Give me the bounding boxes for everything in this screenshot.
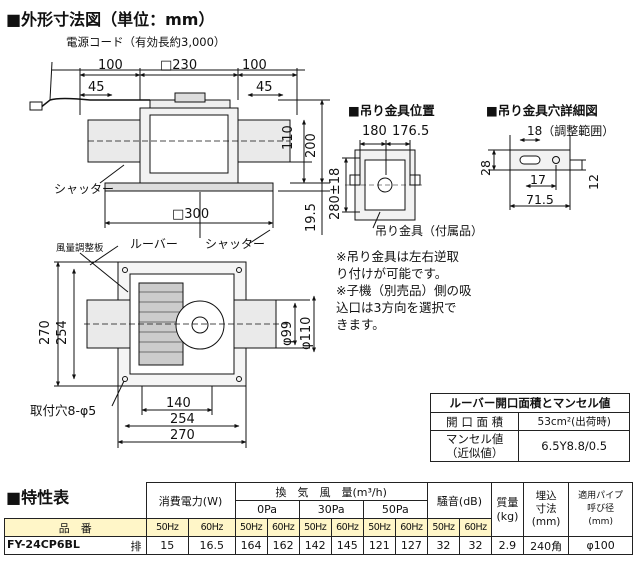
detail-dim-18: 18（調整範囲） bbox=[527, 124, 615, 138]
spec-mass-header: 質量 (kg) bbox=[491, 482, 524, 537]
dim-top-right: 100 bbox=[242, 58, 267, 73]
hz-60: 60Hz bbox=[187, 518, 236, 537]
hz-50: 50Hz bbox=[298, 518, 332, 537]
dim-270-h: 270 bbox=[170, 428, 195, 443]
hanger-dim-280: 280±18 bbox=[328, 167, 343, 220]
spec-title: ■特性表 bbox=[6, 488, 70, 507]
spec-cell: 15 bbox=[145, 536, 189, 555]
spec-cell: 162 bbox=[266, 536, 300, 555]
dim-left-small: 45 bbox=[88, 80, 105, 95]
hz-60: 60Hz bbox=[266, 518, 300, 537]
spec-cell: 121 bbox=[362, 536, 396, 555]
dim-110: 110 bbox=[281, 125, 296, 150]
dim-top-center: □230 bbox=[160, 58, 198, 73]
dim-phi110: φ110 bbox=[299, 316, 314, 350]
dim-phi99: φ99 bbox=[280, 320, 295, 346]
spec-cell-embed: 240角 bbox=[522, 536, 570, 555]
dim-top-left: 100 bbox=[98, 58, 123, 73]
hz-60: 60Hz bbox=[330, 518, 364, 537]
damper-label: 風量調整板 bbox=[56, 243, 104, 254]
dim-254-v: 254 bbox=[55, 320, 70, 345]
hanger-label: 吊り金具（付属品） bbox=[375, 224, 484, 238]
spec-cell: 142 bbox=[298, 536, 332, 555]
spec-embed-header: 埋込 寸法 (mm) bbox=[522, 482, 570, 537]
hz-50: 50Hz bbox=[145, 518, 189, 537]
shutter-left-label: シャッター bbox=[54, 182, 115, 196]
hanger-dim-176-5: 176.5 bbox=[392, 124, 430, 139]
detail-dim-71-5: 71.5 bbox=[526, 192, 554, 207]
spec-row-model: FY-24CP6BL 排 bbox=[4, 536, 147, 555]
detail-dim-17: 17 bbox=[530, 172, 546, 187]
louver-row-value: 53cm²(出荷時) bbox=[518, 412, 630, 431]
spec-table: 消費電力(W) 換 気 風 量(m³/h) 騒音(dB) 質量 (kg) 埋込 … bbox=[4, 482, 633, 555]
spec-cell: 127 bbox=[394, 536, 428, 555]
outline-drawing bbox=[29, 61, 586, 448]
spec-50pa: 50Pa bbox=[362, 500, 428, 519]
hanger-position-title: ■吊り金具位置 bbox=[348, 103, 435, 118]
model-number: FY-24CP6BL bbox=[7, 537, 80, 551]
detail-dim-28: 28 bbox=[478, 160, 493, 176]
dim-right-small: 45 bbox=[256, 80, 273, 95]
hz-50: 50Hz bbox=[426, 518, 460, 537]
dim-19-5: 19.5 bbox=[304, 203, 319, 232]
spec-cell: 16.5 bbox=[187, 536, 236, 555]
dim-254-h: 254 bbox=[170, 412, 195, 427]
louver-table-title: ルーバー開口面積とマンセル値 bbox=[430, 393, 630, 413]
spec-cell-pipe: φ100 bbox=[568, 536, 633, 555]
louver-row-label: マンセル値 （近似値） bbox=[429, 430, 520, 462]
spec-pipe-header: 適用パイプ 呼び径 (mm) bbox=[568, 482, 633, 537]
spec-30pa: 30Pa bbox=[298, 500, 364, 519]
spec-airflow-header: 換 気 風 量(m³/h) bbox=[234, 482, 428, 501]
hz-50: 50Hz bbox=[234, 518, 268, 537]
note-2: ※子機（別売品）側の吸 込口は3方向を選択で きます。 bbox=[336, 283, 472, 332]
hz-50: 50Hz bbox=[362, 518, 396, 537]
louver-table: ルーバー開口面積とマンセル値 開 口 面 積 53cm²(出荷時) マンセル値 … bbox=[429, 393, 630, 462]
louver-row-label: 開 口 面 積 bbox=[429, 412, 520, 431]
mount-holes-label: 取付穴8-φ5 bbox=[30, 403, 97, 418]
spec-model-label: 品 番 bbox=[4, 518, 147, 537]
model-type: 排 bbox=[130, 539, 142, 553]
spec-cell: 32 bbox=[458, 536, 493, 555]
dim-140: 140 bbox=[166, 396, 191, 411]
shutter-right-label: シャッター bbox=[205, 237, 266, 251]
louver-label: ルーバー bbox=[130, 237, 178, 251]
spec-cell: 145 bbox=[330, 536, 364, 555]
dim-200: 200 bbox=[304, 133, 319, 158]
hanger-detail-title: ■吊り金具穴詳細図 bbox=[486, 103, 598, 118]
spec-0pa: 0Pa bbox=[234, 500, 300, 519]
spec-cell: 164 bbox=[234, 536, 268, 555]
spec-cell-mass: 2.9 bbox=[491, 536, 524, 555]
hz-60: 60Hz bbox=[458, 518, 493, 537]
spec-power-header: 消費電力(W) bbox=[145, 482, 236, 519]
dim-270-v: 270 bbox=[38, 320, 53, 345]
hanger-dim-180: 180 bbox=[362, 124, 387, 139]
spec-cell: 32 bbox=[426, 536, 460, 555]
spec-noise-header: 騒音(dB) bbox=[426, 482, 493, 519]
detail-dim-12: 12 bbox=[586, 174, 601, 190]
louver-row-value: 6.5Y8.8/0.5 bbox=[518, 430, 630, 462]
dim-300: □300 bbox=[172, 207, 210, 222]
outline-title: ■外形寸法図（単位：mm） bbox=[6, 10, 215, 29]
note-1: ※吊り金具は左右逆取 り付けが可能です。 bbox=[336, 249, 459, 281]
power-cord-label: 電源コード（有効長約3,000） bbox=[66, 35, 226, 49]
hz-60: 60Hz bbox=[394, 518, 428, 537]
